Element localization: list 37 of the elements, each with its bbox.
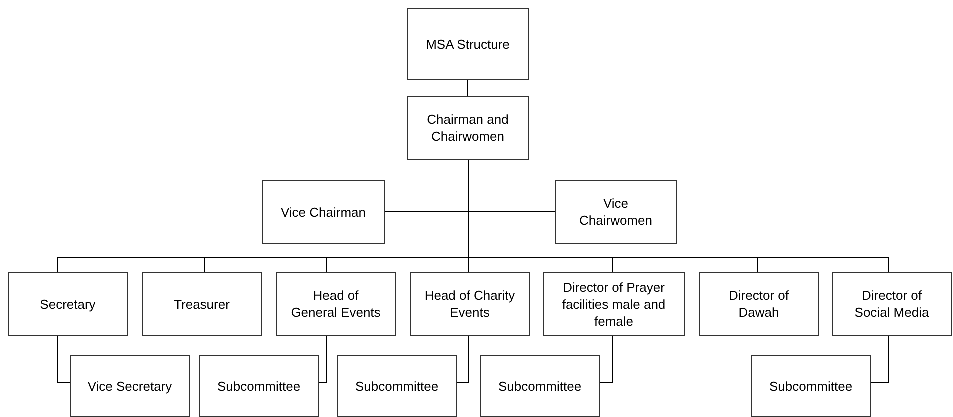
org-box [262,180,385,244]
org-box [699,272,819,336]
org-box [8,272,128,336]
box-label: Subcommittee [217,378,301,394]
box-label: Treasurer [174,296,230,312]
org-box [142,272,262,336]
box-label: Chairman and Chairwomen [426,111,510,145]
box-label: Director of Social Media [854,287,930,321]
org-box [407,8,529,80]
org-box [199,355,319,417]
org-box [543,272,685,336]
org-box [276,272,396,336]
box-label: Head of Charity Events [424,287,516,321]
box-label: Subcommittee [498,378,582,394]
connector-line [600,336,614,384]
box-label: Vice Chairman [280,204,366,220]
org-box [480,355,600,417]
box-label: Director of Prayer facilities male and female [561,278,667,330]
box-label: Head of General Events [290,287,382,321]
box-label: MSA Structure [426,36,510,52]
connector-line [870,336,890,384]
connector-line [456,336,470,384]
org-box [555,180,677,244]
org-box [832,272,952,336]
org-box [410,272,530,336]
org-box [70,355,190,417]
org-box [337,355,457,417]
org-box [407,96,529,160]
connector-line [318,336,328,384]
box-label: Vice Chairwomen [578,195,654,229]
box-label: Vice Secretary [88,378,172,394]
box-label: Director of Dawah [728,287,790,321]
org-box [751,355,871,417]
box-label: Subcommittee [769,378,853,394]
box-label: Secretary [40,296,96,312]
connector-line [58,336,70,384]
box-label: Subcommittee [355,378,439,394]
